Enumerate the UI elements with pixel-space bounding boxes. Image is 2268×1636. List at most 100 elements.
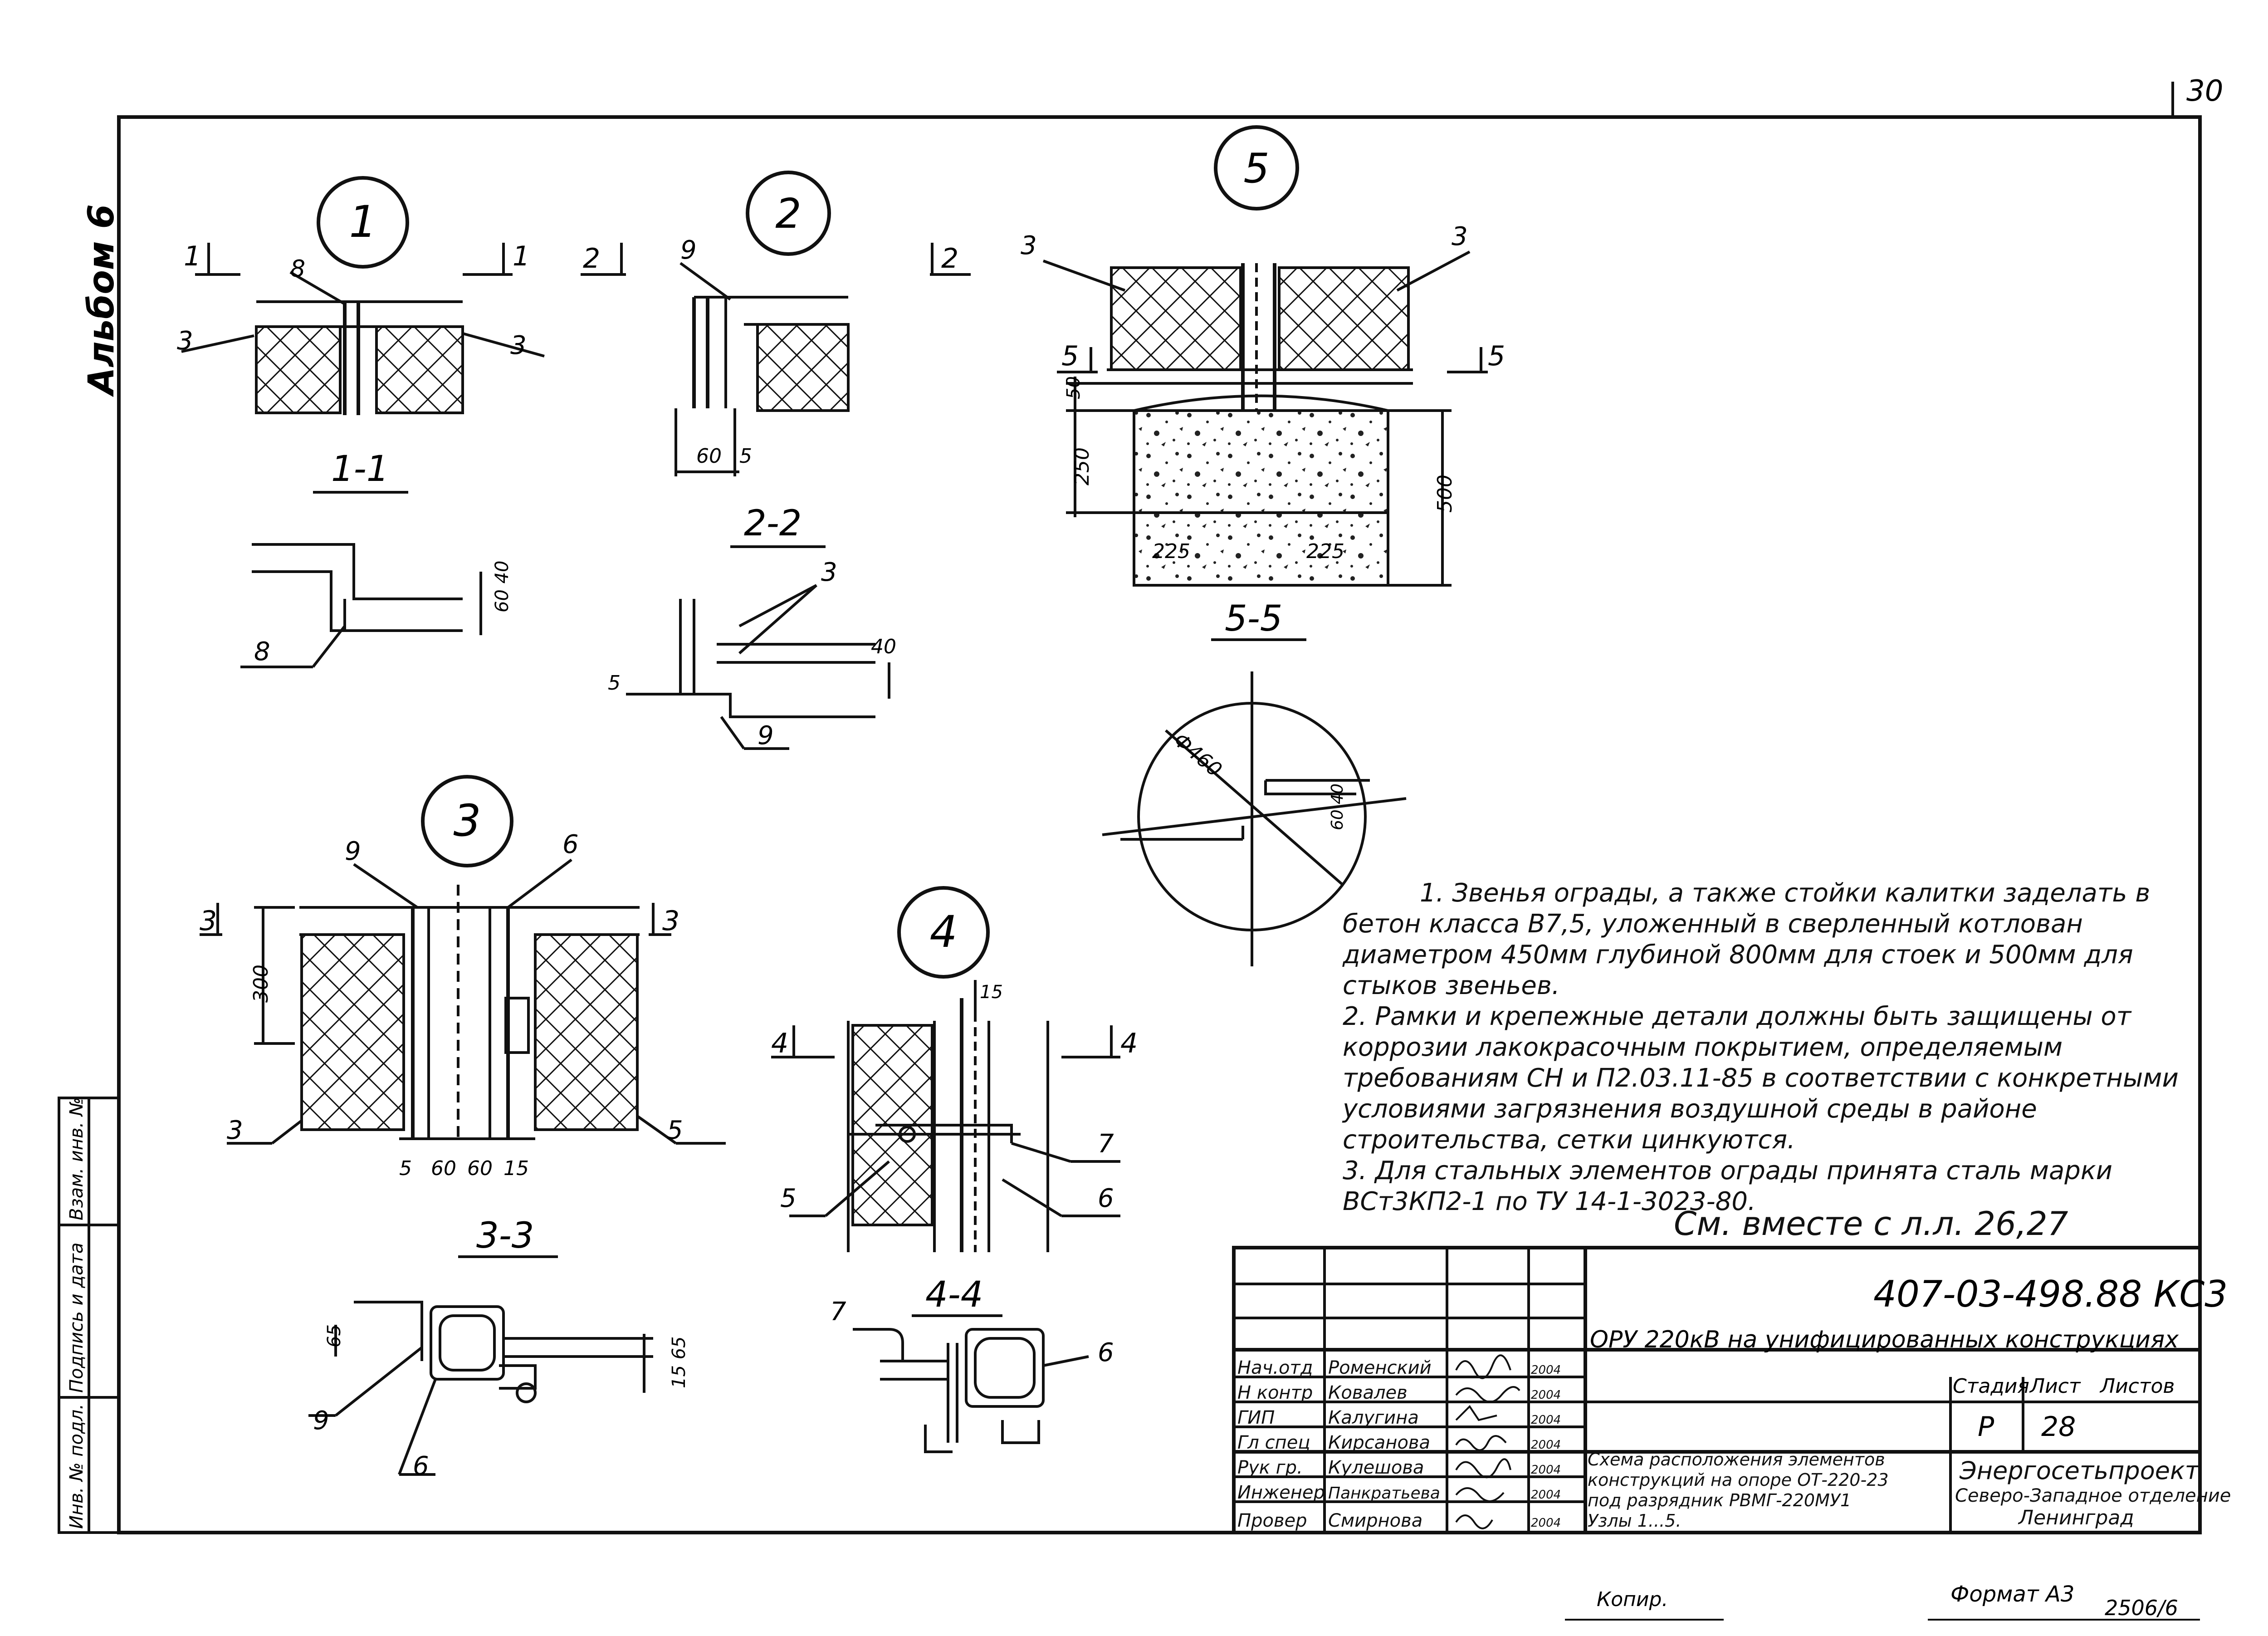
organization: Энергосетьпроект Северо-Западное отделен… bbox=[1955, 1456, 2231, 1529]
dim-65: 65 bbox=[324, 1324, 345, 1347]
dim-50: 50 bbox=[1063, 376, 1084, 399]
callout-9: 9 bbox=[680, 235, 697, 265]
svg-text:5: 5 bbox=[1243, 145, 1269, 192]
dim-row-15: 15 bbox=[503, 1157, 529, 1180]
sheet-frame bbox=[117, 82, 2202, 1534]
project-title: ОРУ 220кВ на унифицированных конструкция… bbox=[1590, 1326, 2179, 1353]
doc-code: 407-03-498.88 КС3 bbox=[1873, 1273, 2228, 1315]
signature-rows: Нач.отд Роменский 2004 Н контр Ковалев 2… bbox=[1237, 1357, 1561, 1531]
dim-300: 300 bbox=[249, 965, 273, 1003]
cut-2-left: 2 bbox=[583, 243, 600, 274]
svg-text:2004: 2004 bbox=[1531, 1516, 1561, 1530]
dim-225-right: 225 bbox=[1306, 540, 1344, 563]
section-4-4-detail bbox=[853, 1328, 1089, 1453]
callout-9: 9 bbox=[345, 837, 361, 866]
node-3-marker: 3 bbox=[421, 775, 513, 867]
stamp-podpis-data: Подпись и дата bbox=[66, 1243, 87, 1393]
callout-3: 3 bbox=[510, 331, 527, 360]
callout-7: 7 bbox=[830, 1297, 846, 1327]
dim-phi-460: Ф460 bbox=[1169, 728, 1226, 781]
dim-15: 15 bbox=[980, 982, 1003, 1003]
svg-text:Провер: Провер bbox=[1237, 1510, 1307, 1531]
dim-5: 5 bbox=[608, 671, 621, 695]
node-2-marker: 2 bbox=[746, 171, 831, 256]
svg-text:2004: 2004 bbox=[1531, 1438, 1561, 1452]
section-5-5-label: 5-5 bbox=[1225, 598, 1282, 639]
see-also-note: См. вместе с л.л. 26,27 bbox=[1674, 1205, 2068, 1243]
cut-5-left: 5 bbox=[1061, 340, 1079, 372]
sheet-number: 30 bbox=[2186, 74, 2223, 108]
cut-2-right: 2 bbox=[941, 243, 958, 274]
svg-text:Северо-Западное отделение: Северо-Западное отделение bbox=[1955, 1485, 2231, 1506]
dim-60: 60 bbox=[696, 445, 722, 468]
section-1-1-label: 1-1 bbox=[331, 449, 389, 490]
node-1-plan bbox=[181, 243, 545, 415]
svg-text:Н контр: Н контр bbox=[1237, 1382, 1313, 1403]
callout-8: 8 bbox=[290, 255, 305, 283]
callout-3: 3 bbox=[1452, 222, 1468, 251]
stage-value: Р bbox=[1978, 1411, 1994, 1443]
callout-6: 6 bbox=[1098, 1184, 1114, 1213]
callout-8: 8 bbox=[254, 637, 270, 666]
sheet-header: Лист bbox=[2029, 1375, 2081, 1398]
svg-text:2004: 2004 bbox=[1531, 1388, 1561, 1402]
svg-text:Роменский: Роменский bbox=[1328, 1357, 1432, 1378]
svg-text:2004: 2004 bbox=[1531, 1413, 1561, 1427]
callout-5: 5 bbox=[667, 1116, 683, 1145]
svg-text:Ленинград: Ленинград bbox=[2018, 1506, 2134, 1529]
cut-4-right: 4 bbox=[1120, 1028, 1138, 1059]
section-3-3-detail bbox=[308, 1301, 653, 1476]
node-3-plan bbox=[200, 858, 726, 1145]
svg-text:2004: 2004 bbox=[1531, 1363, 1561, 1377]
dim-row-60: 60 bbox=[467, 1157, 493, 1180]
svg-text:4: 4 bbox=[929, 906, 957, 957]
title-block-grid bbox=[1232, 1246, 2202, 1534]
svg-text:Гл спец: Гл спец bbox=[1237, 1432, 1310, 1453]
cut-1-left: 1 bbox=[184, 240, 201, 272]
svg-text:Энергосетьпроект: Энергосетьпроект bbox=[1959, 1456, 2200, 1485]
footer-format: Формат А3 bbox=[1950, 1582, 2074, 1607]
dim-60-40: 60 40 bbox=[492, 560, 513, 612]
svg-text:под разрядник РВМГ-220МУ1: под разрядник РВМГ-220МУ1 bbox=[1588, 1490, 1851, 1510]
node-5-plan bbox=[1042, 250, 1488, 587]
cut-3-right: 3 bbox=[662, 905, 679, 937]
dim-500: 500 bbox=[1433, 475, 1457, 513]
stage-header: Стадия bbox=[1953, 1375, 2029, 1398]
callout-3: 3 bbox=[227, 1116, 243, 1145]
node-5-marker: 5 bbox=[1214, 125, 1299, 211]
svg-text:2004: 2004 bbox=[1531, 1488, 1561, 1502]
node-4-marker: 4 bbox=[897, 886, 990, 979]
cut-5-right: 5 bbox=[1488, 340, 1505, 372]
dim-250: 250 bbox=[1070, 447, 1094, 485]
section-1-1-detail bbox=[240, 543, 482, 668]
cut-4-left: 4 bbox=[771, 1028, 788, 1059]
node-2-plan bbox=[581, 243, 971, 476]
section-2-2-label: 2-2 bbox=[744, 503, 802, 544]
dim-50-40: 60 40 bbox=[1328, 784, 1347, 830]
callout-6: 6 bbox=[1098, 1338, 1114, 1367]
svg-text:2004: 2004 bbox=[1531, 1463, 1561, 1477]
stamp-inv-podl: Инв. № подл. bbox=[66, 1404, 87, 1529]
node-1-marker: 1 bbox=[317, 176, 409, 269]
dim-15-65: 15 65 bbox=[669, 1336, 689, 1388]
callout-7: 7 bbox=[1098, 1129, 1114, 1159]
svg-text:3: 3 bbox=[453, 795, 481, 846]
callout-6: 6 bbox=[562, 830, 579, 859]
callout-3: 3 bbox=[177, 326, 193, 356]
dim-40: 40 bbox=[871, 635, 896, 658]
svg-text:ГИП: ГИП bbox=[1237, 1407, 1275, 1428]
svg-text:Инженер: Инженер bbox=[1237, 1482, 1325, 1503]
dim-row-60: 60 bbox=[431, 1157, 456, 1180]
callout-6: 6 bbox=[413, 1451, 429, 1481]
side-stamp bbox=[58, 1097, 120, 1534]
section-3-3-label: 3-3 bbox=[476, 1215, 534, 1256]
svg-text:2: 2 bbox=[775, 190, 801, 238]
section-2-2-detail bbox=[626, 584, 890, 750]
svg-text:Смирнова: Смирнова bbox=[1328, 1510, 1422, 1531]
svg-text:Ковалев: Ковалев bbox=[1328, 1382, 1408, 1403]
svg-text:Панкратьева: Панкратьева bbox=[1328, 1484, 1440, 1503]
note-1: 1. Звенья ограды, а также стойки калитки… bbox=[1343, 878, 2151, 1000]
signatures bbox=[1455, 1354, 1520, 1529]
section-4-4-label: 4-4 bbox=[925, 1274, 983, 1315]
